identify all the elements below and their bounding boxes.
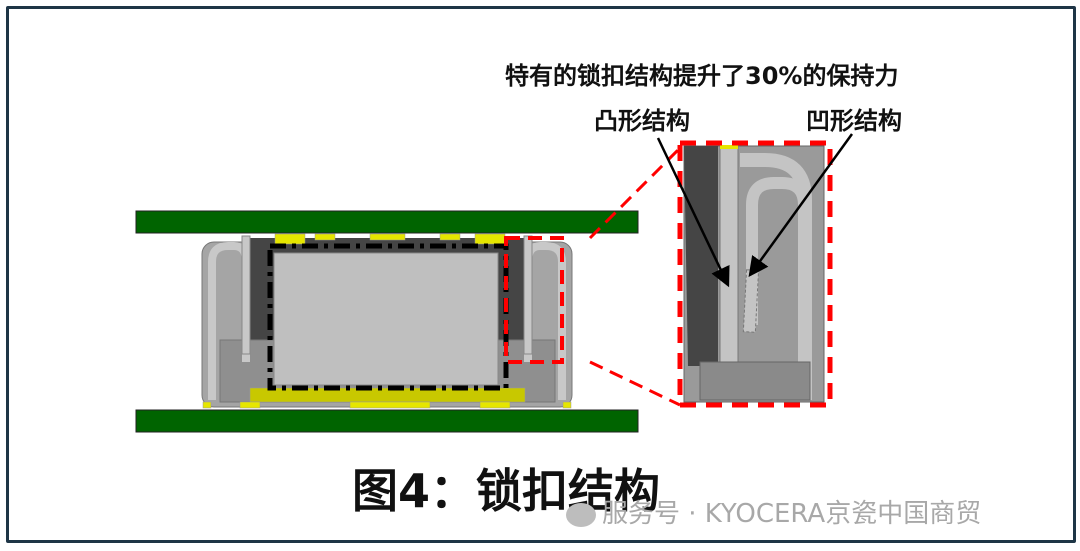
bottom-pcb (135, 409, 639, 433)
left-post (241, 235, 251, 355)
watermark-text: 服务号 · KYOCERA京瓷中国商贸 (602, 499, 982, 529)
convex-arrow (656, 137, 730, 288)
lock-detail (677, 140, 833, 408)
top-pcb (135, 210, 639, 234)
highlight-box-small (504, 236, 564, 364)
zoom-lines (588, 146, 682, 407)
figure-border (6, 6, 1076, 543)
contacts (202, 233, 572, 409)
wechat-icon (566, 502, 596, 527)
right-post (523, 235, 533, 355)
figure-caption: 图4：锁扣结构 (352, 464, 661, 518)
plug-outline (267, 243, 509, 391)
convex-label: 凸形结构 (594, 107, 690, 135)
mating-body (273, 252, 499, 386)
concave-arrow (748, 133, 854, 278)
connector-cross-section (135, 210, 639, 433)
concave-label: 凹形结构 (806, 107, 902, 135)
annotation-title: 特有的锁扣结构提升了30%的保持力 (505, 62, 899, 90)
watermark: 服务号 · KYOCERA京瓷中国商贸 (566, 493, 981, 530)
